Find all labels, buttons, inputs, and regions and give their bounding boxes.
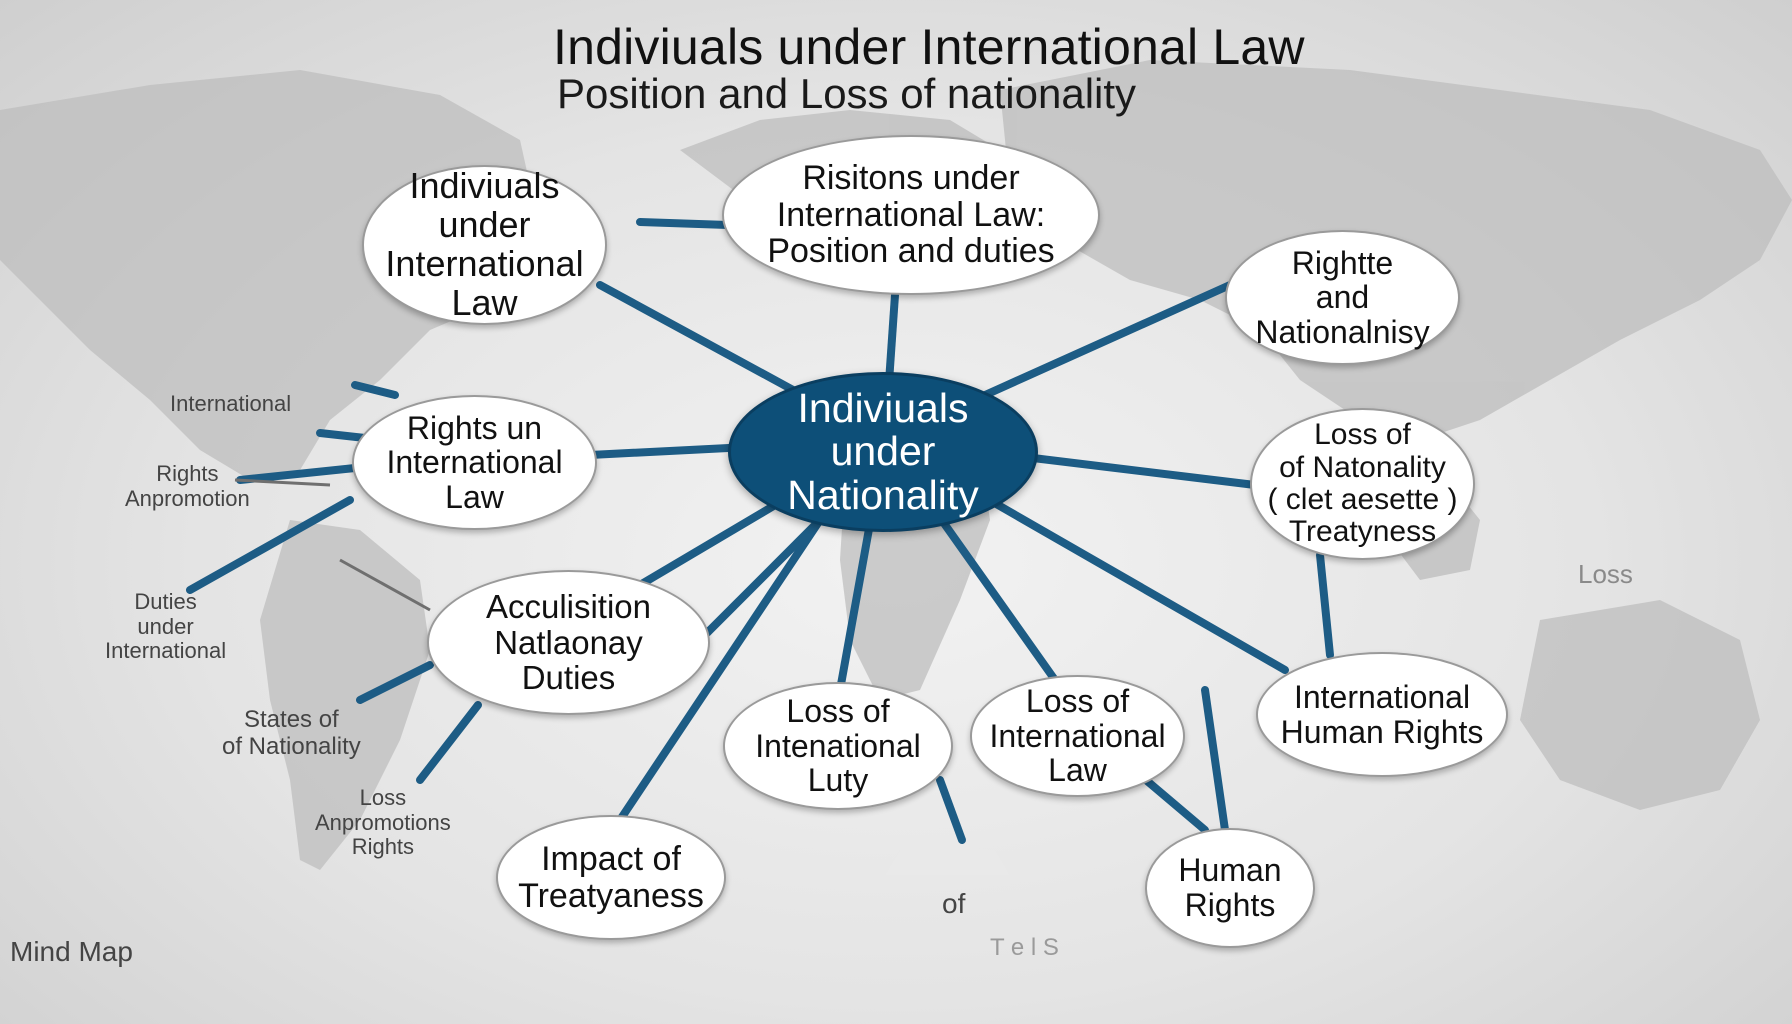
node-impact-of-treatyness[interactable]: Impact of Treatyaness	[496, 815, 726, 940]
node-label: Risitons under International Law: Positi…	[767, 158, 1055, 271]
node-positions-under-international-law[interactable]: Risitons under International Law: Positi…	[722, 135, 1100, 295]
node-human-rights[interactable]: Human Rights	[1145, 828, 1315, 948]
node-loss-of-nationality[interactable]: Loss of of Natonality ( clet aesette ) T…	[1250, 408, 1475, 560]
node-international-human-rights[interactable]: International Human Rights	[1256, 652, 1508, 777]
satellite-tail-s: T e l S	[990, 934, 1059, 961]
node-label: Rights un International Law	[386, 409, 563, 515]
central-node[interactable]: Indiviuals under Nationality	[728, 372, 1038, 532]
satellite-of: of	[942, 888, 966, 919]
satellite-states-of-nationality: States of of Nationality	[222, 706, 361, 760]
node-label: Loss of of Natonality ( clet aesette ) T…	[1267, 418, 1458, 549]
node-label: Rightte and Nationalnisy	[1255, 244, 1430, 350]
satellite-loss-anpromotions: Loss Anpromotions Rights	[315, 785, 451, 860]
satellite-rights-anpromotion: Rights Anpromotion	[125, 461, 250, 511]
node-label: Acculisition Natlaonay Duties	[485, 588, 652, 697]
satellite-international: International	[170, 391, 292, 416]
satellite-duties-under: Duties under International	[105, 589, 227, 664]
footer-label: Mind Map	[10, 936, 133, 967]
node-individuals-international-law[interactable]: Indiviuals under International Law	[362, 165, 607, 325]
node-label: Impact of Treatyaness	[518, 839, 704, 915]
node-label: International Human Rights	[1280, 678, 1484, 750]
node-rights-and-nationality[interactable]: Rightte and Nationalnisy	[1225, 230, 1460, 365]
node-rights-under-international-law[interactable]: Rights un International Law	[352, 395, 597, 530]
node-label: Loss of Intenational Luty	[755, 693, 921, 799]
node-loss-of-international-duty[interactable]: Loss of Intenational Luty	[723, 682, 953, 810]
node-label: Human Rights	[1178, 852, 1282, 923]
satellite-loss-right: Loss	[1578, 559, 1633, 589]
node-label: Indiviuals under International Law	[385, 165, 584, 323]
central-node-label: Indiviuals under Nationality	[787, 385, 979, 518]
page-title: Indiviuals under International Law	[553, 19, 1305, 75]
node-label: Loss of International Law	[989, 683, 1166, 789]
page-subtitle: Position and Loss of nationality	[557, 70, 1137, 117]
node-loss-of-international-law[interactable]: Loss of International Law	[970, 675, 1185, 797]
node-acquisition-nationality-duties[interactable]: Acculisition Natlaonay Duties	[427, 570, 710, 715]
